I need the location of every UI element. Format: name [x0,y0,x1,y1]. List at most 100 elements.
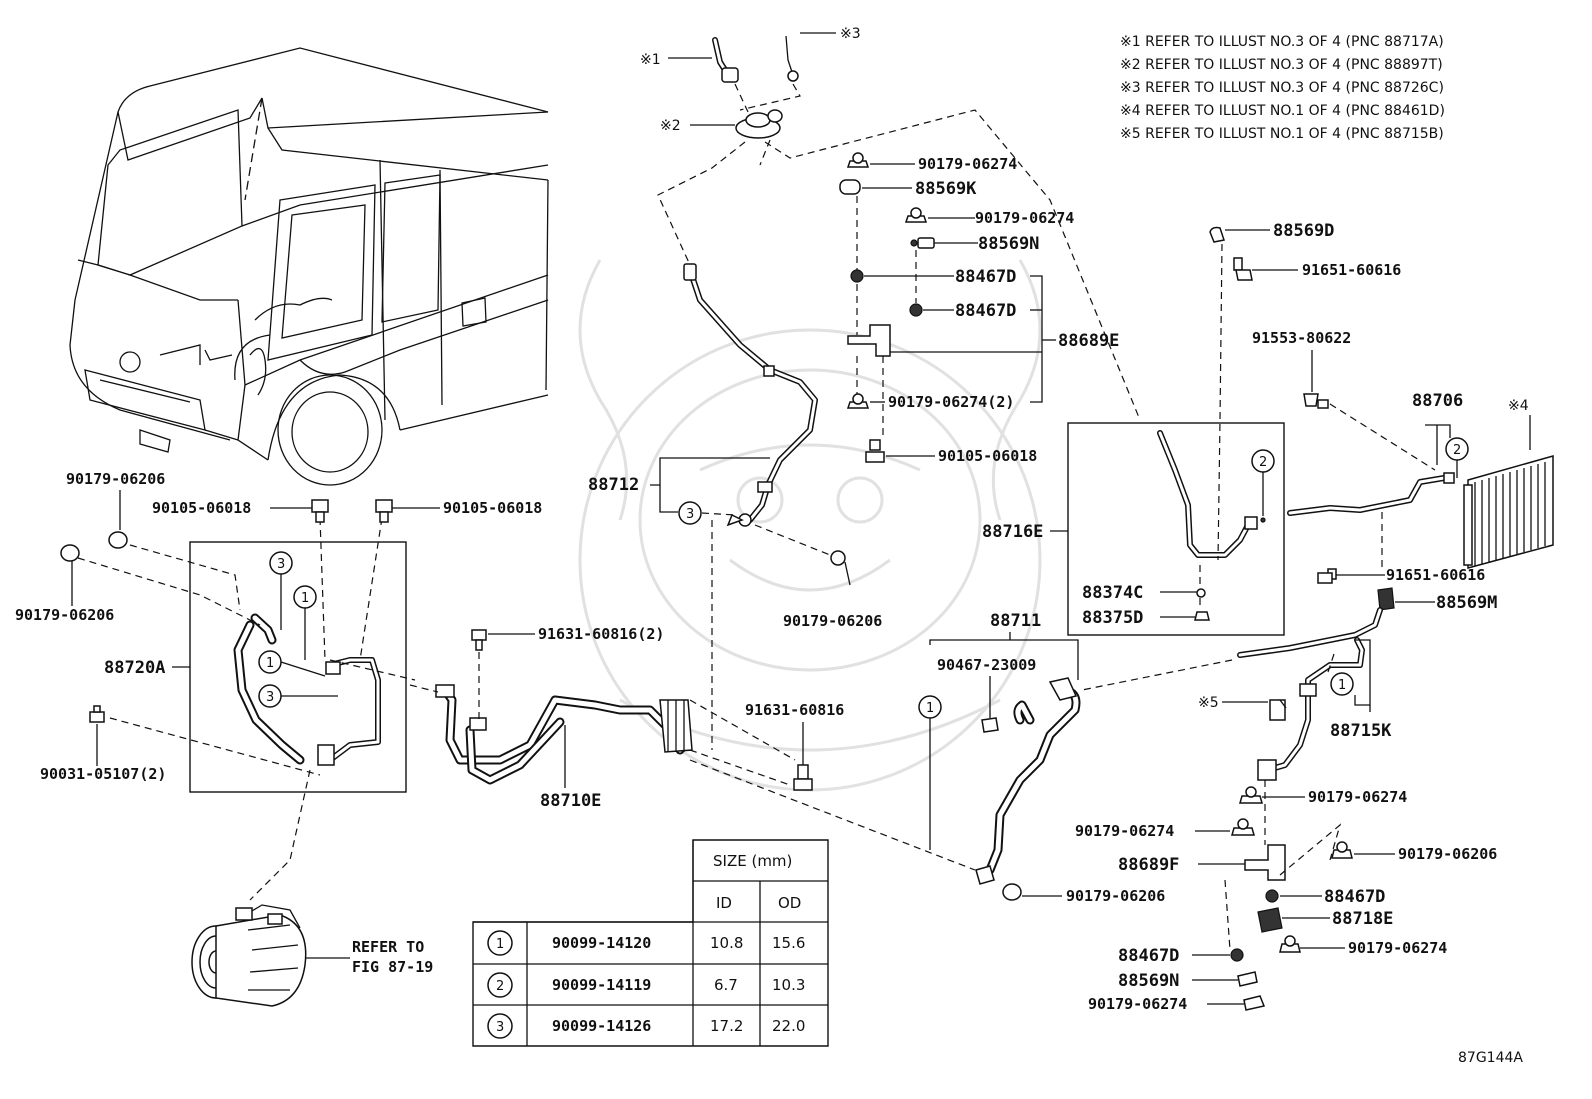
hose-size-table: SIZE (mm) ID OD 1 90099-14120 10.8 15.6 … [472,839,829,1047]
label-88467D-a: 88467D [955,267,1016,287]
label-90179-06206-l2: 90179-06206 [15,606,114,624]
table-row-2-part: 90099-14119 [552,976,651,994]
callout-3-box-a: 3 [277,557,285,572]
condenser-core [1463,455,1554,569]
pipe-88706-condenser: 88706 2 ※4 [1287,391,1554,570]
table-row-3-ref: 3 [496,1020,504,1035]
diagram-code: 87G144A [1458,1050,1523,1066]
label-88716E: 88716E [982,522,1043,542]
label-90179-06274-r2: 90179-06274 [1075,822,1174,840]
label-90179-06274-2: 90179-06274(2) [888,393,1014,411]
note-3: ※3 REFER TO ILLUST NO.3 OF 4 (PNC 88726C… [1120,80,1444,96]
compressor-illustration: REFER TO FIG 87-19 [191,904,433,1007]
label-90179-06206-l1: 90179-06206 [66,470,165,488]
left-fasteners: 90179-06206 90179-06206 90105-06018 9010… [15,470,542,783]
callout-1-box-a: 1 [301,591,309,606]
label-88712: 88712 [588,475,639,495]
note-4: ※4 REFER TO ILLUST NO.1 OF 4 (PNC 88461D… [1120,103,1445,119]
table-header-id: ID [716,894,732,912]
label-90179-06274-r1: 90179-06274 [1308,788,1407,806]
label-88710E: 88710E [540,791,601,811]
label-90105-06018-r: 90105-06018 [443,499,542,517]
callout-1-88711: 1 [926,701,934,716]
marker-5: ※5 [1198,695,1219,711]
marker-2: ※2 [660,118,681,134]
table-row-1-od: 15.6 [772,934,805,952]
label-90179-06206-mid: 90179-06206 [783,612,882,630]
note-5: ※5 REFER TO ILLUST NO.1 OF 4 (PNC 88715B… [1120,126,1444,142]
label-90105-06018-mid: 90105-06018 [938,447,1037,465]
label-90179-06274-r4: 90179-06274 [1088,995,1187,1013]
label-88720A: 88720A [104,658,165,678]
table-row-1-id: 10.8 [710,934,743,952]
label-88706: 88706 [1412,391,1463,411]
callout-3: 3 [686,507,694,522]
marker-4: ※4 [1508,398,1529,414]
label-90179-06206-r1: 90179-06206 [1398,845,1497,863]
label-88375D: 88375D [1082,608,1143,628]
label-88569D: 88569D [1273,221,1334,241]
top-connections: ※1 ※3 ※2 [640,26,1141,421]
marker-1: ※1 [640,52,661,68]
label-88569N-top: 88569N [978,234,1039,254]
label-91631-60816-2: 91631-60816(2) [538,625,664,643]
callout-3-box-b: 3 [266,690,274,705]
hose-88720A-group: 3 1 1 3 88720A [77,517,416,901]
label-88711: 88711 [990,611,1041,631]
table-row-2-ref: 2 [496,979,504,994]
bracket-88689E-group: 90179-06274 88569K 90179-06274 88569N 88… [839,152,1119,465]
label-88569K: 88569K [915,179,977,199]
table-row-2-id: 6.7 [714,976,738,994]
table-row-3-part: 90099-14126 [552,1017,651,1035]
label-88715K: 88715K [1330,721,1392,741]
label-88689E: 88689E [1058,331,1119,351]
label-91553-80622: 91553-80622 [1252,329,1351,347]
label-90031-05107: 90031-05107(2) [40,765,166,783]
label-91651-60616-top: 91651-60616 [1302,261,1401,279]
label-88467D-d: 88467D [1118,946,1179,966]
label-88374C: 88374C [1082,583,1143,603]
label-88467D-b: 88467D [955,301,1016,321]
callout-2-box: 2 [1259,455,1267,470]
reference-notes: ※1 REFER TO ILLUST NO.3 OF 4 (PNC 88717A… [1120,34,1445,142]
label-90105-06018-l: 90105-06018 [152,499,251,517]
table-header-od: OD [778,894,801,912]
note-2: ※2 REFER TO ILLUST NO.3 OF 4 (PNC 88897T… [1120,57,1443,73]
upper-right-fasteners: 88569D 91651-60616 91553-80622 [1209,221,1436,471]
label-90179-06274-a: 90179-06274 [918,155,1017,173]
label-90179-06206-r2: 90179-06206 [1066,887,1165,905]
refer-line2: FIG 87-19 [352,958,433,976]
mid-right-fasteners: 91651-60616 88569M [1317,566,1497,613]
hose-88712: 88712 3 90179-06206 [588,263,882,750]
label-90179-06274-r3: 90179-06274 [1348,939,1447,957]
bolts-91631: 91631-60816(2) 91631-60816 [471,625,844,791]
table-row-3-od: 22.0 [772,1017,805,1035]
table-header-size: SIZE (mm) [713,852,792,870]
pipe-88715K: ※5 1 88715K [1081,607,1392,781]
label-91651-60616-mid: 91651-60616 [1386,566,1485,584]
callout-1-88715K: 1 [1338,678,1346,693]
van-illustration [69,47,549,486]
label-91631-60816: 91631-60816 [745,701,844,719]
label-88718E: 88718E [1332,909,1393,929]
table-row-3-id: 17.2 [710,1017,743,1035]
label-88689F: 88689F [1118,855,1179,875]
marker-3: ※3 [840,26,861,42]
bracket-88689F-group: 90179-06274 90179-06274 88689F 90179-062… [1075,780,1497,1013]
refer-line1: REFER TO [352,938,424,956]
label-90467-23009: 90467-23009 [937,656,1036,674]
table-row-2-od: 10.3 [772,976,805,994]
table-row-1-part: 90099-14120 [552,934,651,952]
label-90179-06274-b: 90179-06274 [975,209,1074,227]
tube-88716E-group: 2 88716E 88374C 88375D [982,243,1285,636]
label-88569M: 88569M [1436,593,1497,613]
callout-2-condenser: 2 [1453,443,1461,458]
label-88569N-b: 88569N [1118,971,1179,991]
pipe-88710E: 88710E [409,684,796,811]
callout-1-box-b: 1 [266,656,274,671]
note-1: ※1 REFER TO ILLUST NO.3 OF 4 (PNC 88717A… [1120,34,1444,50]
hose-88711: 88711 90467-23009 1 90179-06206 [689,611,1165,905]
label-88467D-c: 88467D [1324,887,1385,907]
table-row-1-ref: 1 [496,937,504,952]
